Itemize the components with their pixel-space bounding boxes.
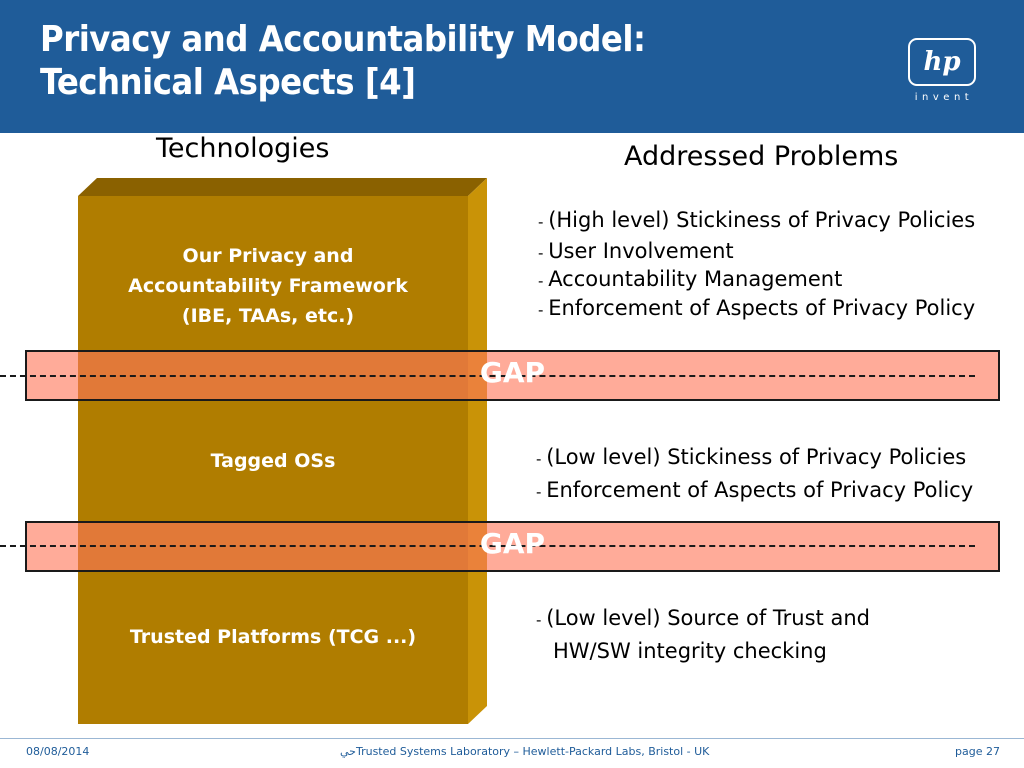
layer-trusted-platforms: Trusted Platforms (TCG ...): [78, 622, 468, 652]
problem-item: - (High level) Stickiness of Privacy Pol…: [538, 208, 976, 232]
problem-item: - (Low level) Source of Trust and: [536, 606, 870, 630]
problem-item: - User Involvement: [538, 239, 734, 263]
layer-label-line: Our Privacy and: [182, 245, 354, 267]
gap-dashed-line-upper: [0, 375, 975, 377]
layer-label-line: Tagged OSs: [210, 450, 336, 472]
layer-label-line: Accountability Framework: [128, 275, 408, 297]
layer-privacy-framework: Our Privacy and Accountability Framework…: [78, 241, 458, 331]
problems-list-tagged-os: - (Low level) Stickiness of Privacy Poli…: [536, 442, 973, 508]
layer-label-line: Trusted Platforms (TCG ...): [129, 626, 417, 648]
addressed-problems-heading: Addressed Problems: [624, 141, 899, 172]
hp-tagline: invent: [914, 92, 974, 103]
slide-title: Privacy and Accountability Model: Techni…: [40, 18, 800, 104]
gap-dashed-line-lower: [0, 545, 975, 547]
footer-date: 08/08/2014: [26, 745, 90, 758]
layer-tagged-os: Tagged OSs: [78, 446, 468, 476]
problems-list-trusted-platforms: - (Low level) Source of Trust and HW/SW …: [536, 603, 870, 667]
problem-item: - Accountability Management: [538, 267, 843, 291]
problem-item-continuation: HW/SW integrity checking: [553, 639, 827, 663]
box-top-face: [78, 178, 487, 196]
technologies-heading: Technologies: [156, 133, 330, 164]
footer-page-number: page 27: [955, 745, 1000, 758]
title-banner: [0, 0, 1024, 133]
problem-item: - (Low level) Stickiness of Privacy Poli…: [536, 445, 967, 469]
problem-item: - Enforcement of Aspects of Privacy Poli…: [538, 296, 976, 320]
title-line-1: Privacy and Accountability Model:: [40, 19, 646, 60]
title-line-2: Technical Aspects [4]: [40, 62, 416, 103]
footer-lab-credit: حيTrusted Systems Laboratory – Hewlett-P…: [340, 745, 710, 758]
footer-divider: [0, 738, 1024, 739]
problem-item: - Enforcement of Aspects of Privacy Poli…: [536, 478, 974, 502]
box-side-face: [468, 178, 487, 724]
gap-label-lower: GAP: [479, 527, 546, 560]
box-front-face: [78, 196, 468, 724]
hp-logo: hp: [908, 38, 976, 86]
problems-list-framework: - (High level) Stickiness of Privacy Pol…: [538, 206, 975, 325]
hp-logo-mark: hp: [923, 47, 960, 77]
layer-label-line: (IBE, TAAs, etc.): [181, 305, 355, 327]
gap-label-upper: GAP: [479, 356, 546, 389]
